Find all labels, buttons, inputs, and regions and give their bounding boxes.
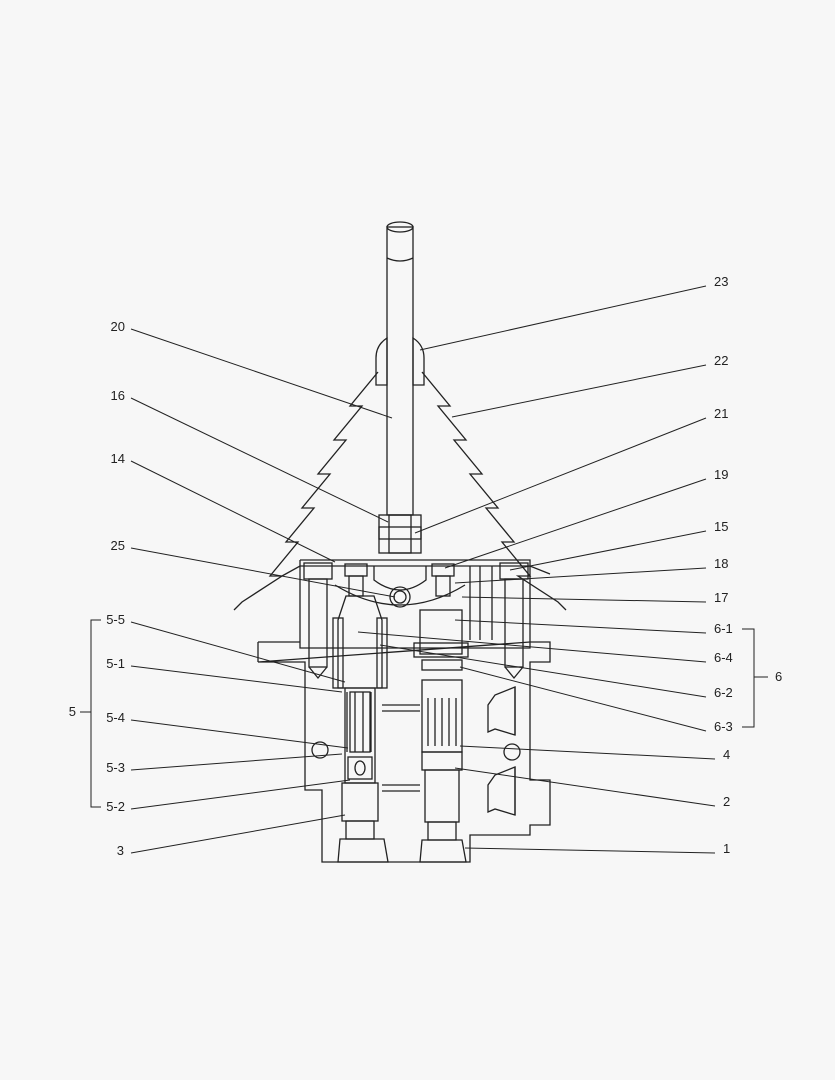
leader-line [130,460,336,563]
leader-line [414,417,707,534]
lever-rod-edge [386,257,414,262]
part-label: 5-4 [106,710,125,725]
part-label: 20 [110,319,125,334]
part-label: 17 [714,590,729,605]
leader-line [130,547,396,598]
cam-plate [373,566,427,591]
bolt-tip [504,666,524,680]
group-label: 6 [775,669,783,684]
joint-pin [378,526,422,540]
bolt-tip [308,666,328,680]
bolt-shank [308,578,328,668]
leader-line [130,753,343,771]
part-label: 5-3 [106,760,125,775]
part-label: 5-2 [106,799,125,814]
part-label: 1 [723,841,731,856]
plug-3 [345,820,375,840]
main-body [257,641,551,863]
leader-line [451,364,707,418]
part-label: 6-4 [714,650,733,665]
spool-lower-5 [341,782,379,822]
part-label: 23 [714,274,729,289]
spool-guide-5 [337,595,383,689]
part-label: 2 [723,794,731,809]
leader-line [459,745,716,760]
port-fitting [487,766,516,816]
cam-pin-inner [393,590,407,604]
boot-cap-right [412,336,425,386]
part-label: 16 [110,388,125,403]
leader-lines [80,285,768,854]
part-label: 6-3 [714,719,733,734]
cam-pin [389,586,411,608]
spool-lower-6 [424,769,460,823]
guide-side [332,617,344,689]
leader-line [130,621,346,683]
spool-slot [354,760,366,776]
boot-bellows-right [421,371,567,611]
part-label: 18 [714,556,729,571]
spool-guide-6 [419,609,463,655]
leader-line [379,644,707,698]
part-label: 21 [714,406,729,421]
leader-line [419,285,707,351]
spring-5 [349,691,371,753]
boot-flange [281,565,551,577]
leader-line [130,779,351,810]
spring-seat-4 [421,751,463,771]
leader-line [454,767,716,807]
part-label: 4 [723,747,731,762]
group-bracket [80,619,101,808]
leader-line [130,665,343,693]
plug-base-6 [419,839,467,863]
plug-6 [427,821,457,841]
lever-rod-top [386,221,414,233]
leader-line [357,631,707,663]
boot-bellows-left [233,371,379,611]
part-label: 3 [116,843,124,858]
port-fitting [487,686,516,736]
push-rod [435,575,451,597]
plug-base-3 [337,838,389,863]
part-label: 19 [714,467,729,482]
part-label: 6-1 [714,621,733,636]
leader-line [454,567,707,584]
group-label: 5 [68,704,76,719]
leader-line [130,719,349,749]
boot-cap-left [375,336,388,386]
leader-line [130,328,393,419]
leader-line [459,666,707,732]
cam-curve [334,584,466,606]
valve-cross-section [233,221,567,863]
part-label: 5-1 [106,656,125,671]
leader-line [454,619,707,634]
leader-line [130,397,389,523]
upper-housing [299,559,531,649]
leader-line [464,847,716,854]
leader-line [444,478,707,569]
spring-seat-5 [347,756,373,780]
part-label: 15 [714,519,729,534]
joint-inner [388,514,412,554]
part-label: 6-2 [714,685,733,700]
leader-line [130,814,346,854]
part-label: 25 [110,538,125,553]
lever-rod [386,226,414,516]
group-bracket [742,628,768,728]
part-label: 5-5 [106,612,125,627]
part-label: 14 [110,451,125,466]
part-label: 22 [714,353,729,368]
seal-6 [421,659,463,671]
leader-line [461,596,707,603]
leader-line [509,530,707,571]
mounting-hole [503,743,521,761]
mounting-hole [311,741,329,759]
